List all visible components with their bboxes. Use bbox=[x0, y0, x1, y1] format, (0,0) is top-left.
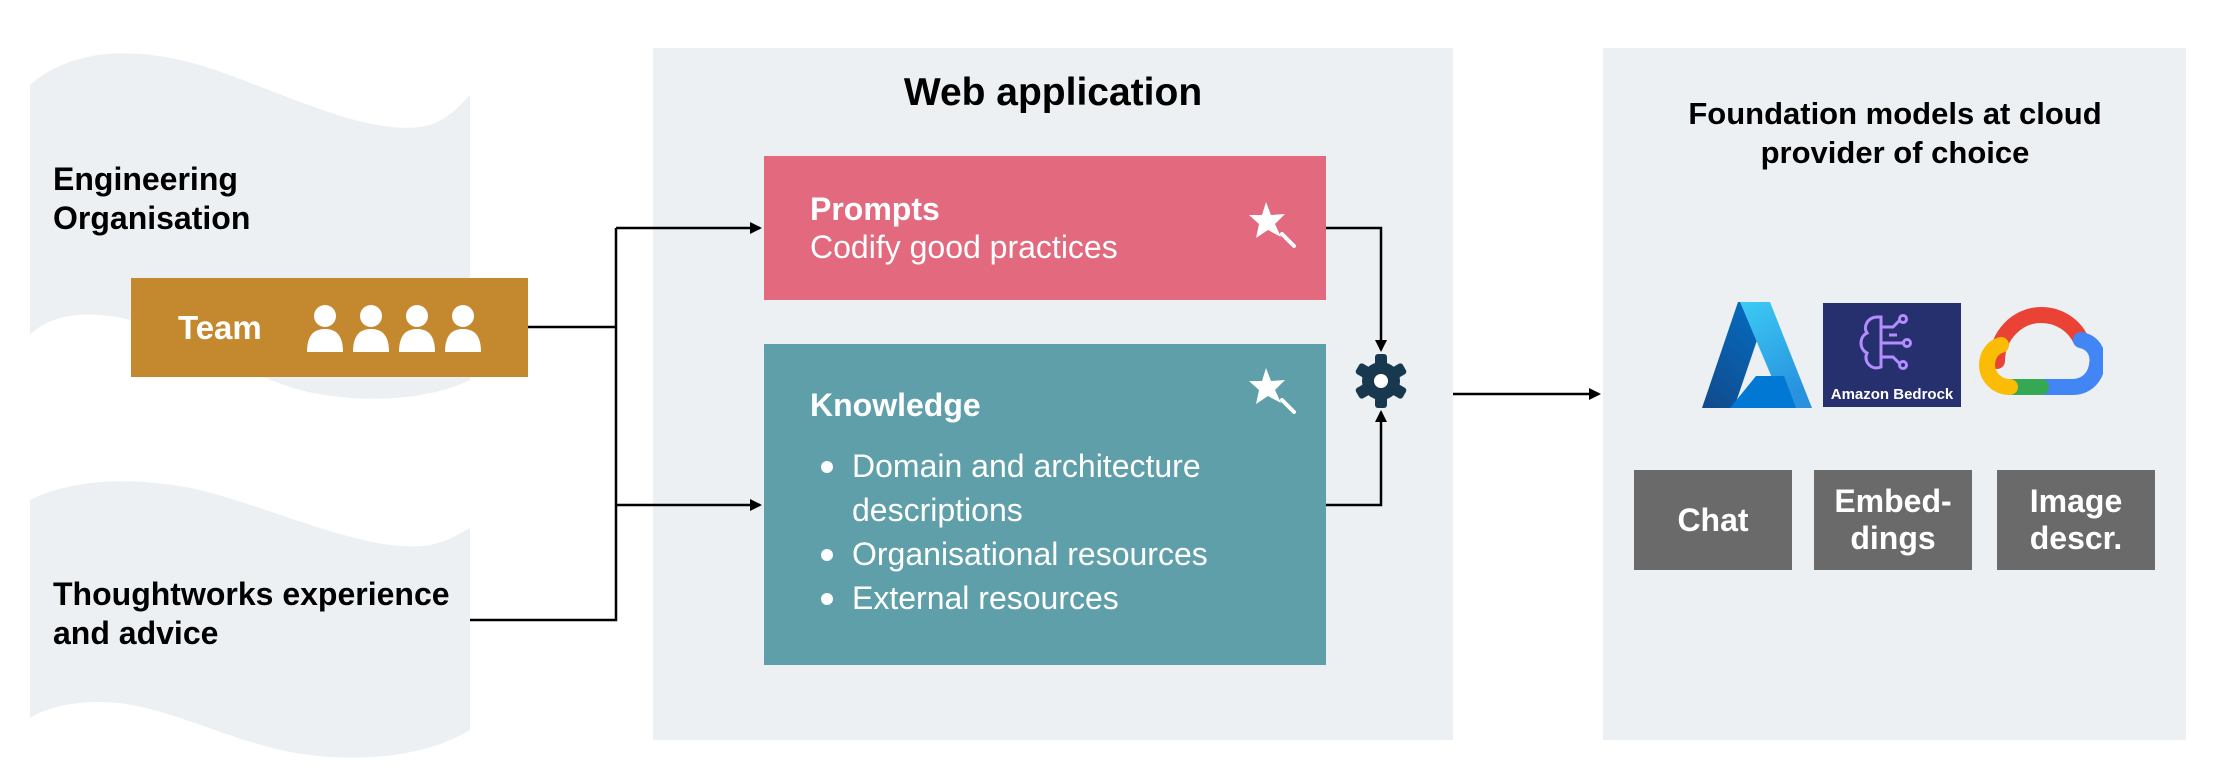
knowledge-box: Knowledge Domain and architecture descri… bbox=[764, 344, 1326, 665]
person-icon bbox=[307, 305, 343, 352]
magic-wand-sparkle-icon bbox=[1249, 202, 1296, 248]
knowledge-item: Domain and architecture descriptions bbox=[821, 444, 1322, 532]
team-box: Team bbox=[131, 278, 528, 377]
knowledge-list: Domain and architecture descriptions Org… bbox=[808, 444, 1322, 620]
amazon-bedrock-text: Amazon Bedrock bbox=[1830, 386, 1954, 403]
engineering-organisation-label: Engineering Organisation bbox=[53, 161, 251, 236]
amazon-bedrock-logo: Amazon Bedrock bbox=[1823, 303, 1961, 407]
image-description-capability: Image descr. bbox=[1997, 470, 2155, 570]
prompts-title: Prompts bbox=[810, 191, 940, 227]
web-application-title: Web application bbox=[903, 71, 1203, 114]
prompts-box: Prompts Codify good practices bbox=[764, 156, 1326, 300]
thoughtworks-wave-shape bbox=[30, 481, 470, 758]
knowledge-item: External resources bbox=[821, 576, 1322, 620]
magic-wand-sparkle-icon bbox=[1249, 368, 1296, 414]
knowledge-item: Organisational resources bbox=[821, 532, 1322, 576]
bedrock-brain-icon bbox=[1859, 314, 1912, 370]
team-label: Team bbox=[178, 309, 262, 346]
thoughtworks-label: Thoughtworks experience and advice bbox=[53, 576, 450, 651]
google-cloud-logo bbox=[1978, 306, 2103, 395]
embeddings-capability: Embed-dings bbox=[1814, 470, 1972, 570]
prompts-subtitle: Codify good practices bbox=[810, 229, 1118, 265]
person-icon bbox=[399, 305, 435, 352]
foundation-models-title: Foundation models at cloud provider of c… bbox=[1688, 96, 2102, 170]
azure-logo bbox=[1702, 302, 1812, 408]
person-icon bbox=[445, 305, 481, 352]
person-icon bbox=[353, 305, 389, 352]
chat-capability: Chat bbox=[1634, 470, 1792, 570]
knowledge-title: Knowledge bbox=[810, 387, 981, 423]
gear-icon bbox=[1355, 354, 1407, 408]
